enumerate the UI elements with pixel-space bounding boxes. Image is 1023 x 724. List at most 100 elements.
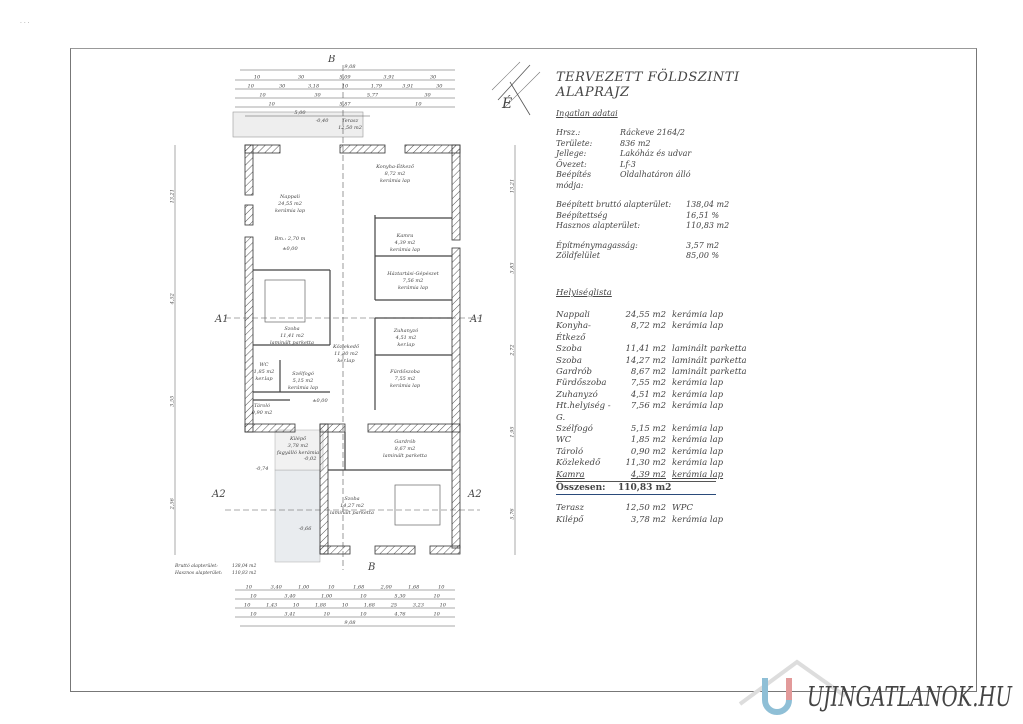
bottom-dim-value: 1,68 — [364, 603, 375, 609]
top-dim-value: 30 — [314, 93, 321, 99]
svg-text:7,56 m2: 7,56 m2 — [403, 278, 424, 284]
svg-text:110,83 m2: 110,83 m2 — [232, 570, 256, 576]
right-dim-value: 1,95 — [510, 426, 516, 437]
bed-icon — [264, 279, 306, 323]
svg-text:1,85 m2: 1,85 m2 — [254, 369, 275, 375]
page-title: TERVEZETT FÖLDSZINTI ALAPRAJZ — [556, 70, 740, 100]
svg-text:3,78 m2: 3,78 m2 — [288, 443, 309, 449]
room-label-szoba1: Szoba — [284, 326, 299, 332]
section-b-top: B — [327, 55, 335, 65]
bottom-dim-value: 10 — [438, 585, 445, 591]
svg-text:8,72 m2: 8,72 m2 — [385, 171, 406, 177]
section-a1-left: A1 — [214, 314, 229, 325]
top-dim-value: 10 — [342, 84, 349, 90]
svg-text:±0,00: ±0,00 — [282, 246, 298, 252]
room-label-szoba2: Szoba — [344, 496, 359, 502]
property-metric: Beépített bruttó alapterület:138,04 m2 — [556, 200, 730, 209]
svg-text:138,04 m2: 138,04 m2 — [232, 563, 256, 569]
property-field: Hrsz.:Ráckeve 2164/2 — [556, 128, 685, 137]
svg-text:-0,74: -0,74 — [256, 466, 269, 472]
room-label-zuhanyzo: Zuhanyzó — [393, 327, 419, 334]
bottom-dim-value: 25 — [390, 603, 397, 609]
left-dim-value: 4,52 — [170, 293, 176, 305]
section-a2-left: A2 — [211, 489, 226, 500]
bottom-dim-value: 3,23 — [413, 603, 424, 609]
bottom-dim-value: 4,76 — [393, 612, 406, 618]
section-b-bottom: B — [367, 562, 375, 573]
bottom-dim-value: 10 — [360, 594, 367, 600]
top-dim-value: 5,09 — [339, 75, 351, 81]
svg-text:8,67 m2: 8,67 m2 — [395, 446, 416, 452]
exterior-walls — [244, 144, 461, 555]
svg-text:kerámia lap: kerámia lap — [275, 207, 306, 214]
bottom-dim-value: 3,40 — [271, 585, 283, 591]
lawn-area — [274, 469, 321, 563]
svg-text:5,15 m2: 5,15 m2 — [293, 378, 314, 384]
svg-text:É: É — [501, 94, 512, 112]
property-metric: Hasznos alapterület:110,83 m2 — [556, 221, 730, 230]
top-dim-value: 30 — [436, 84, 443, 90]
room-label-nappali: Nappali — [279, 194, 300, 200]
top-dim-value: 3,18 — [308, 84, 319, 90]
room-list-heading: Helyiséglista — [556, 288, 612, 298]
top-dim-value: 10 — [415, 102, 422, 108]
top-dim-value: 5,77 — [367, 93, 379, 99]
top-dim-value: 1,79 — [371, 84, 383, 90]
svg-text:kerámia lap: kerámia lap — [390, 246, 421, 253]
north-arrow-icon: É — [491, 61, 541, 116]
floor-plan: Nappali 24,55 m2 kerámia lap Bm.: 2,70 m… — [170, 55, 516, 627]
top-dim-value: 10 — [259, 93, 266, 99]
bottom-dim-value: 1,68 — [408, 585, 419, 591]
right-dim-value: 2,72 — [510, 344, 516, 356]
bottom-dim-value: 1,43 — [266, 603, 277, 609]
bottom-dim-value: 10 — [433, 594, 440, 600]
svg-text:ker.lap: ker.lap — [337, 358, 355, 364]
room-label-terasz: Terasz — [342, 118, 359, 124]
svg-text:4,51 m2: 4,51 m2 — [395, 335, 417, 341]
bottom-dim-value: 10 — [328, 585, 335, 591]
section-a1-right: A1 — [469, 314, 484, 325]
bottom-dim-value: 1,88 — [315, 603, 326, 609]
svg-text:4,39 m2: 4,39 m2 — [394, 240, 416, 246]
svg-text:fagyálló kerámia: fagyálló kerámia — [276, 449, 319, 456]
watermark-logo: UJINGATLANOK.HU — [738, 659, 1013, 715]
room-label-kozlekedo: Közlekedő — [332, 343, 360, 350]
section-a2-right: A2 — [467, 489, 482, 500]
bottom-dim-value: 5,30 — [394, 594, 406, 600]
svg-text:-0,40: -0,40 — [316, 118, 330, 124]
bottom-dim-value: 10 — [323, 612, 330, 618]
svg-text:14,27 m2: 14,27 m2 — [340, 503, 364, 509]
bottom-total-dim-value: 9,08 — [344, 620, 355, 626]
room-label-haztartasi: Háztartási-Gépészet — [386, 270, 439, 277]
scan-specks: · · · — [20, 20, 30, 27]
bottom-dim-value: 10 — [360, 612, 367, 618]
bottom-dim-value: 10 — [250, 612, 257, 618]
svg-text:11,41 m2: 11,41 m2 — [280, 333, 304, 339]
terrace-dim-value: 5,00 — [294, 110, 306, 116]
svg-text:kerámia lap: kerámia lap — [390, 382, 421, 389]
top-dim-value: 10 — [248, 84, 255, 90]
room-label-kilepo: Kilépő — [289, 435, 307, 442]
property-field: Övezet:Lf-3 — [556, 159, 636, 169]
bottom-dim-value: 10 — [433, 612, 440, 618]
svg-text:kerámia lap: kerámia lap — [380, 177, 411, 184]
svg-text:kerámia lap: kerámia lap — [398, 284, 429, 291]
property-heading: Ingatlan adatai — [556, 109, 618, 118]
bottom-dim-value: 3,40 — [284, 594, 296, 600]
top-dim-value: 30 — [279, 84, 286, 90]
property-metric: Építménymagasság:3,57 m2 — [556, 240, 720, 250]
top-dim-value: 10 — [254, 75, 261, 81]
svg-text:laminált parketta: laminált parketta — [270, 339, 314, 346]
